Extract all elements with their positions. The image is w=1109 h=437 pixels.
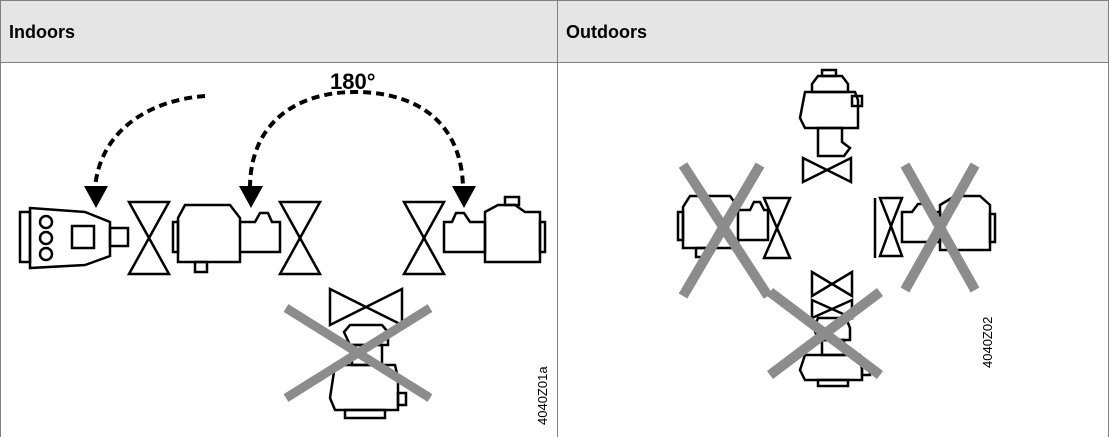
header-divider xyxy=(0,62,1109,63)
table-border-top xyxy=(0,0,1109,1)
indoors-header-cell: Indoors xyxy=(0,0,557,62)
rotation-arrow-left xyxy=(93,94,206,189)
outdoors-figure-code: 4040Z02 xyxy=(980,316,995,368)
valve-icon xyxy=(278,200,322,276)
not-allowed-cross-icon xyxy=(283,304,433,402)
actuator-horizontal-mirrored-icon xyxy=(442,195,547,264)
arrowhead-icon xyxy=(452,186,476,208)
actuator-front-view-icon xyxy=(18,206,130,270)
indoors-header: Indoors xyxy=(9,22,75,42)
column-divider xyxy=(557,0,558,437)
table-border-left xyxy=(0,0,1,437)
arrowhead-icon xyxy=(84,186,108,208)
angle-label: 180° xyxy=(330,69,376,94)
arrowhead-icon xyxy=(239,186,263,208)
outdoors-header-cell: Outdoors xyxy=(557,0,1109,62)
valve-icon xyxy=(402,200,446,276)
indoors-diagram: 180° xyxy=(18,69,547,420)
actuator-horizontal-icon xyxy=(171,203,282,274)
valve-inverted-icon xyxy=(328,286,404,328)
rotation-arrow-180 xyxy=(248,89,465,189)
valve-icon xyxy=(127,200,171,276)
indoors-figure-code: 4040Z01a xyxy=(535,366,550,425)
outdoors-header: Outdoors xyxy=(566,22,647,42)
